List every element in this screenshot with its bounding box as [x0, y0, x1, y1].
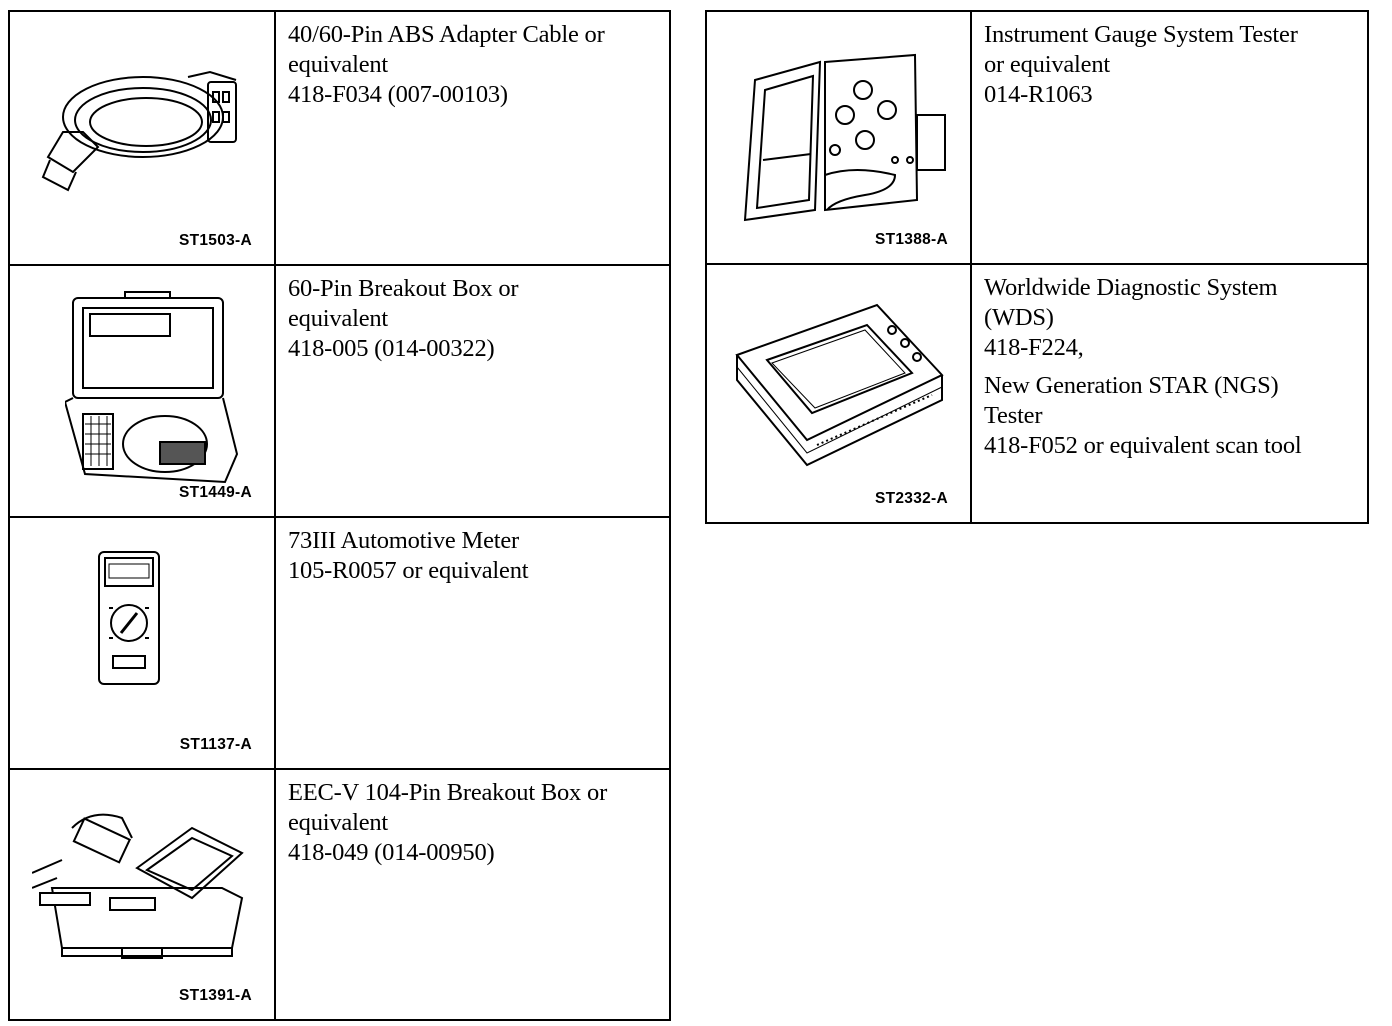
tool-row-abs-adapter-cable: ST1503-A 40/60-Pin ABS Adapter Cable or …: [10, 12, 669, 266]
tool-row-eec-v-breakout-box: ST1391-A EEC-V 104-Pin Breakout Box or e…: [10, 770, 669, 1019]
tool-code: ST2332-A: [874, 490, 948, 507]
tool-code: ST1449-A: [178, 484, 252, 501]
wds-tester-illustration: [727, 295, 952, 475]
tool-description-line: Worldwide Diagnostic System: [984, 274, 1278, 301]
tool-description: 40/60-Pin ABS Adapter Cable or equivalen…: [276, 12, 669, 264]
tool-description: Instrument Gauge System Tester or equiva…: [972, 12, 1367, 263]
tool-description-line: (WDS): [984, 304, 1054, 331]
tool-description-line: equivalent: [288, 809, 389, 836]
tool-description-line: 105-R0057 or equivalent: [288, 557, 529, 584]
tool-image-cell: ST1137-A: [10, 518, 276, 768]
tool-description-line: equivalent: [288, 51, 389, 78]
tool-description-line: 40/60-Pin ABS Adapter Cable or: [288, 21, 605, 48]
tool-description-line: 60-Pin Breakout Box or: [288, 275, 519, 302]
tool-code: ST1503-A: [178, 232, 252, 249]
tool-description: 73III Automotive Meter 105-R0057 or equi…: [276, 518, 669, 768]
tool-code: ST1137-A: [179, 736, 252, 753]
tool-row-gauge-tester: ST1388-A Instrument Gauge System Tester …: [707, 12, 1367, 265]
left-tool-table: ST1503-A 40/60-Pin ABS Adapter Cable or …: [8, 10, 671, 1021]
tool-description-line: Instrument Gauge System Tester: [984, 21, 1298, 48]
tool-image-cell: ST1388-A: [707, 12, 972, 263]
eec-v-breakout-box-illustration: [32, 798, 252, 963]
tool-row-automotive-meter: ST1137-A 73III Automotive Meter 105-R005…: [10, 518, 669, 770]
tool-description-line: 014-R1063: [984, 81, 1093, 108]
tool-description-line: EEC-V 104-Pin Breakout Box or: [288, 779, 608, 806]
tool-description-line: 418-F224,: [984, 334, 1084, 361]
tool-description-line: 418-005 (014-00322): [288, 335, 495, 362]
tool-description-line: New Generation STAR (NGS): [984, 372, 1279, 399]
tool-description-line: Tester: [984, 402, 1043, 429]
tool-row-breakout-box: ST1449-A 60-Pin Breakout Box or equivale…: [10, 266, 669, 518]
tool-image-cell: ST1391-A: [10, 770, 276, 1019]
tool-description: 60-Pin Breakout Box or equivalent 418-00…: [276, 266, 669, 516]
tool-row-wds-tester: ST2332-A Worldwide Diagnostic System (WD…: [707, 265, 1367, 522]
tool-image-cell: ST1449-A: [10, 266, 276, 516]
tool-description-line: or equivalent: [984, 51, 1110, 78]
tool-description-line: 418-F052 or equivalent scan tool: [984, 432, 1302, 459]
tool-description-line: 418-F034 (007-00103): [288, 81, 508, 108]
tool-description-line: 418-049 (014-00950): [288, 839, 495, 866]
tool-description-line: equivalent: [288, 305, 389, 332]
tool-code: ST1388-A: [874, 231, 948, 248]
gauge-tester-illustration: [735, 50, 950, 225]
abs-adapter-cable-illustration: [38, 52, 248, 192]
right-tool-table: ST1388-A Instrument Gauge System Tester …: [705, 10, 1369, 524]
tool-description-line: 73III Automotive Meter: [288, 527, 520, 554]
breakout-box-case-illustration: [65, 284, 240, 494]
tool-image-cell: ST2332-A: [707, 265, 972, 522]
tool-description: Worldwide Diagnostic System (WDS) 418-F2…: [972, 265, 1367, 522]
tool-image-cell: ST1503-A: [10, 12, 276, 264]
tool-code: ST1391-A: [178, 987, 252, 1004]
automotive-meter-illustration: [95, 548, 165, 693]
tool-description: EEC-V 104-Pin Breakout Box or equivalent…: [276, 770, 669, 1019]
